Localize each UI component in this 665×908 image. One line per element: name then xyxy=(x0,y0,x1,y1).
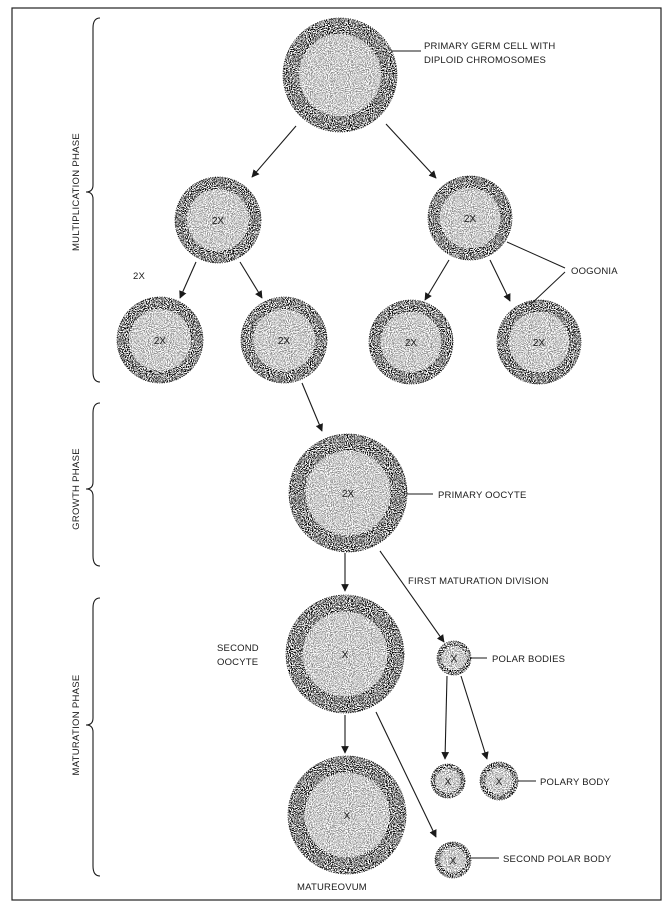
polar-body-first-label: X xyxy=(451,654,458,665)
label-primary-germ-1: PRIMARY GERM CELL WITH xyxy=(424,41,555,52)
label-oogonia: OOGONIA xyxy=(571,266,618,277)
label-mature-ovum: MATUREOVUM xyxy=(297,882,367,893)
phase-maturation: MATURATION PHASE xyxy=(71,674,82,775)
second-oocyte-label: X xyxy=(342,650,349,661)
phase-multiplication: MULTIPLICATION PHASE xyxy=(71,133,82,251)
label-second-oocyte-1: SECOND xyxy=(217,643,259,654)
label-second-polar-body: SECOND POLAR BODY xyxy=(503,854,612,865)
polar-body-second-b-label: X xyxy=(496,777,503,788)
oogonium-right-right-label: 2X xyxy=(533,338,546,349)
arrow-polar-to-2a xyxy=(441,675,450,760)
polar-body-second-a: X xyxy=(430,763,466,799)
arrow-left-to-ll xyxy=(179,261,197,299)
polar-body-second-b: X xyxy=(479,761,519,801)
oogonium-right-left: 2X xyxy=(368,299,454,385)
mature-ovum: X xyxy=(287,755,407,875)
oogonium-right: 2X xyxy=(427,175,513,261)
primary-oocyte: 2X xyxy=(288,433,408,553)
oogonium-left-left: 2X xyxy=(116,296,204,384)
oogonium-left-right-label: 2X xyxy=(278,336,291,347)
arrow-germ-to-left xyxy=(251,125,297,178)
phase-growth: GROWTH PHASE xyxy=(71,448,82,530)
primary-oocyte-label: 2X xyxy=(342,489,355,500)
label-primary-oocyte: PRIMARY OOCYTE xyxy=(438,490,527,501)
label-polar-bodies: POLAR BODIES xyxy=(492,654,565,665)
polar-body-first: X xyxy=(436,640,472,676)
arrow-second-to-second-polar xyxy=(375,711,437,838)
oogonium-right-label: 2X xyxy=(464,214,477,225)
polar-body-second-a-label: X xyxy=(445,777,452,788)
arrow-left-to-lr xyxy=(239,261,263,299)
leader-oogonia-1 xyxy=(506,241,566,269)
arrow-right-to-rl xyxy=(424,259,450,301)
second-polar-body: X xyxy=(434,841,472,879)
second-polar-body-label: X xyxy=(450,856,457,867)
primary-germ-cell xyxy=(282,17,398,133)
oogonium-right-right: 2X xyxy=(496,299,582,385)
oogonium-left-left-label: 2X xyxy=(154,336,167,347)
oogonium-left-right: 2X xyxy=(240,296,328,384)
arrow-lr-to-primary-oocyte xyxy=(301,382,323,432)
leader-oogonia-2 xyxy=(529,271,566,306)
brace-maturation xyxy=(85,597,101,877)
brace-multiplication xyxy=(85,17,101,383)
label-two-x: 2X xyxy=(133,271,145,282)
label-primary-germ-2: DIPLOID CHROMOSOMES xyxy=(424,55,546,66)
brace-growth xyxy=(85,402,101,567)
oogonium-right-left-label: 2X xyxy=(405,338,418,349)
second-oocyte: X xyxy=(285,594,405,714)
mature-ovum-label: X xyxy=(344,811,351,822)
arrow-polar-to-2b xyxy=(460,675,489,760)
label-polary-body: POLARY BODY xyxy=(540,777,610,788)
arrow-germ-to-right xyxy=(385,123,437,179)
arrow-oocyte-to-polar xyxy=(379,550,445,643)
page-border xyxy=(11,7,662,901)
oogonium-left: 2X xyxy=(174,176,262,264)
label-second-oocyte-2: OOCYTE xyxy=(217,657,258,668)
label-first-maturation: FIRST MATURATION DIVISION xyxy=(408,576,549,587)
oogonium-left-label: 2X xyxy=(212,216,225,227)
arrow-right-to-rr xyxy=(489,259,511,302)
